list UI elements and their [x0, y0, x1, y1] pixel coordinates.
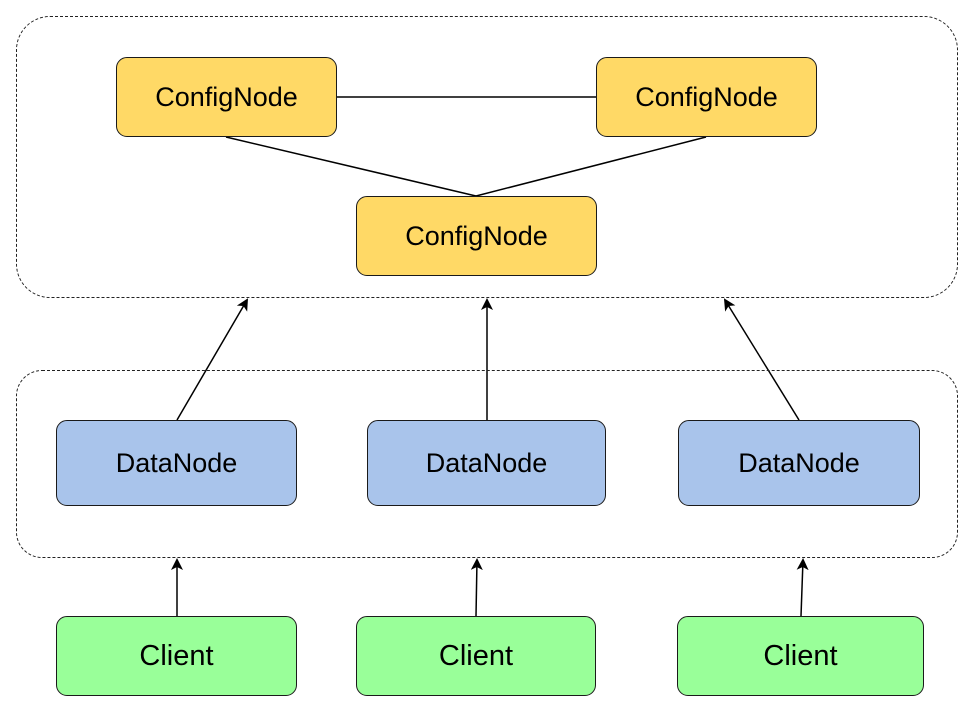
data-node-cluster [16, 370, 958, 558]
config-node-right-label: ConfigNode [635, 81, 778, 112]
data-node-3-label: DataNode [738, 447, 860, 478]
config-node-cluster [16, 16, 958, 298]
data-node-1[interactable]: DataNode [56, 420, 297, 506]
config-node-center[interactable]: ConfigNode [356, 196, 597, 276]
client-3-label: Client [763, 639, 838, 672]
data-node-3[interactable]: DataNode [678, 420, 920, 506]
client-3[interactable]: Client [677, 616, 924, 696]
arrow-client2-to-data [470, 558, 483, 617]
config-node-right[interactable]: ConfigNode [596, 57, 817, 137]
config-node-left-label: ConfigNode [155, 81, 298, 112]
client-2-label: Client [438, 639, 514, 672]
client-2[interactable]: Client [356, 616, 596, 696]
config-node-center-label: ConfigNode [405, 220, 548, 251]
arrow-client3-to-data [796, 558, 809, 617]
data-node-1-label: DataNode [115, 447, 238, 478]
data-node-2-label: DataNode [425, 447, 548, 478]
data-node-2[interactable]: DataNode [367, 420, 606, 506]
client-1-label: Client [139, 639, 214, 672]
client-1[interactable]: Client [56, 616, 297, 696]
config-node-left[interactable]: ConfigNode [116, 57, 337, 137]
